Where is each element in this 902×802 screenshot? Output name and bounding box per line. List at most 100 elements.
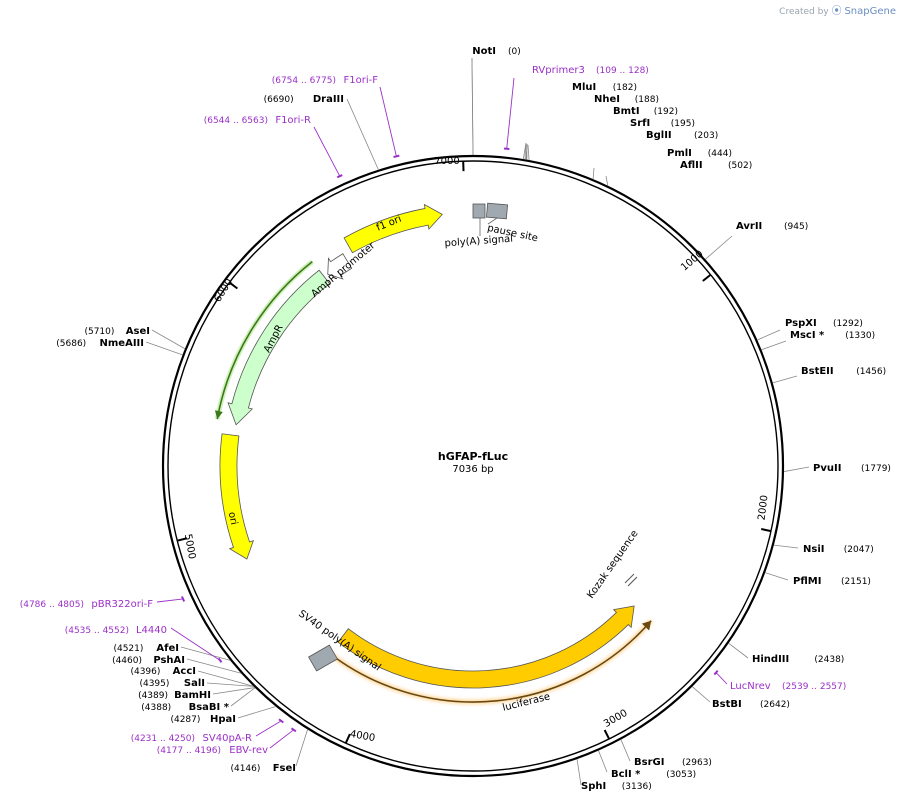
primer-lucnrev-leader xyxy=(715,672,728,685)
features xyxy=(181,147,719,733)
credit-brand: SnapGene xyxy=(844,6,896,17)
enzyme-leader-line xyxy=(346,98,379,170)
enzyme-acci-position: (4396) xyxy=(130,667,160,677)
enzyme-srfi-name: SrfI xyxy=(630,118,650,129)
enzyme-msci-position: (1330) xyxy=(845,331,875,341)
enzyme-bsrgi-position: (2963) xyxy=(682,758,712,768)
enzyme-noti-name: NotI xyxy=(472,46,496,57)
enzyme-leader-line xyxy=(772,375,798,384)
tick-mark xyxy=(228,281,238,290)
enzyme-bcli-position: (3053) xyxy=(666,770,696,780)
enzyme-pshai-position: (4460) xyxy=(112,656,142,666)
primer-f1orir-leader xyxy=(313,126,341,177)
enzyme-pmli-position: (444) xyxy=(708,149,732,159)
enzyme-pspxi-position: (1292) xyxy=(833,319,863,329)
feature-sv40-poly-a-signal-label: SV40 poly(A) signal xyxy=(296,608,382,673)
tick-marks xyxy=(177,161,772,744)
backbone-outer xyxy=(161,154,785,778)
enzyme-leader-line xyxy=(728,642,749,659)
tick-label: 6000 xyxy=(212,277,235,304)
primer-f1orif-range: (6754 .. 6775) xyxy=(272,76,336,86)
feature-ampr-arrow xyxy=(227,269,331,426)
enzyme-aflii-position: (502) xyxy=(728,161,752,171)
enzyme-sali-name: SalI xyxy=(184,678,205,689)
primer-f1orif-mark xyxy=(393,154,400,159)
enzyme-bamhi-position: (4389) xyxy=(138,691,168,701)
feature-ori-label: ori xyxy=(226,511,239,526)
enzyme-leader-line xyxy=(576,759,582,786)
ampr-orf-line xyxy=(216,260,313,420)
primer-sv40par-leader xyxy=(255,720,282,737)
tick-mark xyxy=(760,528,772,533)
enzyme-pshai-name: PshAI xyxy=(153,655,185,666)
enzyme-pflmi-position: (2151) xyxy=(841,577,871,587)
luciferase-orf-line-head xyxy=(641,620,652,631)
enzyme-nhei-name: NheI xyxy=(594,94,620,105)
enzyme-leader-line xyxy=(212,687,255,695)
credit-prefix: Created by xyxy=(779,7,829,17)
enzyme-leader-line xyxy=(705,235,733,260)
tick-label: 7000 xyxy=(434,156,459,167)
primer-ebvrev-name: EBV-rev xyxy=(229,745,268,756)
enzyme-avrii-position: (945) xyxy=(784,222,808,232)
kozak-mark xyxy=(624,573,635,584)
enzyme-leader-line xyxy=(598,750,608,773)
polya-signal-box xyxy=(472,203,486,219)
primer-f1orif-leader xyxy=(379,86,397,157)
enzyme-srfi-position: (195) xyxy=(671,119,695,129)
enzyme-leader-line xyxy=(295,729,308,767)
enzyme-fsei-name: FseI xyxy=(273,763,296,774)
enzyme-hpai-name: HpaI xyxy=(210,714,236,725)
enzyme-leader-line xyxy=(230,687,256,707)
enzyme-sphi-name: SphI xyxy=(581,781,606,792)
enzyme-leader-line xyxy=(186,658,242,674)
enzyme-leader-line xyxy=(783,466,810,472)
primer-l4440-mark xyxy=(217,657,223,663)
primer-rvprimer3-mark xyxy=(503,147,510,151)
enzyme-acci-name: AccI xyxy=(173,666,196,677)
snapgene-credit: Created by ⦿ SnapGene xyxy=(779,2,896,17)
enzyme-avrii-name: AvrII xyxy=(736,221,762,232)
primer-sv40par-mark xyxy=(278,718,284,724)
enzyme-nmeaiii-name: NmeAIII xyxy=(100,338,144,349)
enzyme-pmli-name: PmlI xyxy=(667,148,692,159)
luciferase-orf-line xyxy=(328,620,652,703)
primer-pbr322orif-name: pBR322ori-F xyxy=(91,599,153,610)
primer-sv40par-range: (4231 .. 4250) xyxy=(131,734,195,744)
enzyme-bglii-name: BglII xyxy=(646,130,672,141)
enzyme-bsteii-position: (1456) xyxy=(856,367,886,377)
enzyme-leader-line xyxy=(527,144,530,161)
enzyme-leader-line xyxy=(691,686,711,703)
enzyme-leader-line xyxy=(605,175,609,186)
enzyme-leader-line xyxy=(761,340,787,351)
primer-ebvrev-leader xyxy=(269,729,294,749)
enzyme-aflii-name: AflII xyxy=(680,160,703,171)
enzyme-bsabi-position: (4388) xyxy=(141,703,171,713)
enzyme-bsteii-name: BstEII xyxy=(801,366,834,377)
enzyme-leader-line xyxy=(151,329,186,350)
enzyme-bstbi-name: BstBI xyxy=(712,699,742,710)
primer-ebvrev-mark xyxy=(290,727,297,733)
tick-mark xyxy=(177,537,188,542)
enzyme-draiii-position: (6690) xyxy=(264,95,294,105)
enzyme-leader-line xyxy=(765,572,789,581)
primer-lucnrev-mark xyxy=(713,670,719,676)
pause-leader xyxy=(487,217,498,225)
primer-l4440-leader xyxy=(170,627,221,661)
enzyme-msci-name: MscI * xyxy=(790,330,825,341)
enzyme-sphi-position: (3136) xyxy=(622,782,652,792)
kozak-mark-2 xyxy=(627,576,638,587)
enzyme-afei-position: (4521) xyxy=(113,644,143,654)
primer-lucnrev-range: (2539 .. 2557) xyxy=(782,682,846,692)
pause-site-box xyxy=(485,202,509,220)
enzyme-mlui-name: MluI xyxy=(572,82,596,93)
enzyme-sali-position: (4395) xyxy=(139,679,169,689)
enzyme-asei-name: AseI xyxy=(126,326,150,337)
enzyme-bcli-name: BclI * xyxy=(611,769,641,780)
primer-f1orir-name: F1ori-R xyxy=(275,115,311,126)
tick-label: 1000 xyxy=(679,249,706,274)
sv40-polya-box xyxy=(308,644,338,672)
tick-label: 5000 xyxy=(182,533,197,560)
primer-pbr322orif-range: (4786 .. 4805) xyxy=(20,600,84,610)
enzyme-leader-line xyxy=(773,544,799,549)
